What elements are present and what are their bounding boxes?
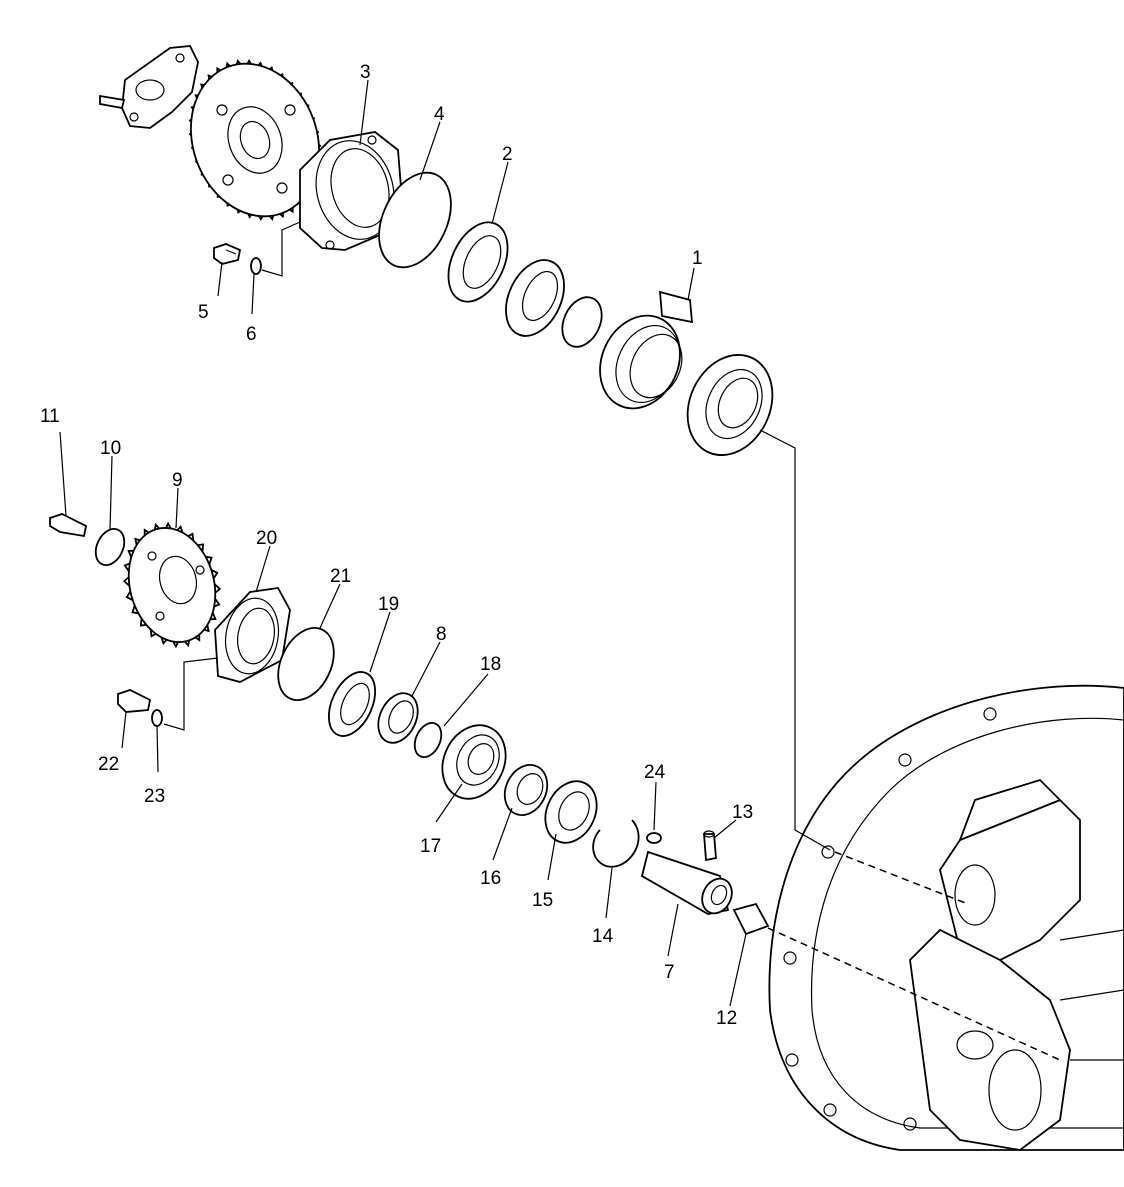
- label-17: 17: [420, 836, 441, 857]
- part-9-gear: [122, 521, 222, 649]
- label-3: 3: [360, 62, 371, 83]
- part-18-ring: [413, 722, 443, 758]
- label-9: 9: [172, 470, 183, 491]
- part-7-shaft: [640, 850, 733, 915]
- part-16-sleeve: [503, 764, 549, 816]
- part-23-washer: [151, 709, 163, 727]
- part-19-bearing: [327, 671, 377, 737]
- part-8-sleeve: [377, 692, 419, 744]
- upper-cover-plate: [99, 45, 199, 129]
- label-10: 10: [100, 438, 121, 459]
- label-8: 8: [436, 624, 447, 645]
- label-13: 13: [732, 802, 753, 823]
- part-11-bolt: [49, 513, 88, 538]
- label-4: 4: [434, 104, 445, 125]
- label-11: 11: [40, 406, 60, 427]
- part-21-o-ring: [277, 627, 335, 701]
- part-15-bearing: [544, 780, 598, 844]
- label-1: 1: [692, 248, 703, 269]
- part-2-bearing: [447, 221, 509, 303]
- upper-outer-bearing: [686, 354, 774, 456]
- label-18: 18: [480, 654, 501, 675]
- part-10-washer: [94, 528, 126, 566]
- leader-lines: [59, 79, 747, 1007]
- label-5: 5: [198, 302, 209, 323]
- upper-snap-ring: [561, 296, 603, 348]
- label-6: 6: [246, 324, 257, 345]
- part-22-bolt: [117, 689, 152, 713]
- label-22: 22: [98, 754, 119, 775]
- part-6-washer: [250, 257, 262, 275]
- upper-sprocket-gear: [188, 58, 322, 222]
- label-23: 23: [144, 786, 165, 807]
- label-16: 16: [480, 868, 501, 889]
- upper-sleeve: [505, 259, 565, 337]
- label-15: 15: [532, 890, 553, 911]
- part-12-plug: [732, 902, 770, 936]
- label-21: 21: [330, 566, 351, 587]
- part-14-snap-ring: [592, 819, 640, 868]
- part-number-labels: 1 2 3 4 5 6 7 8 9 10 11 12 13 14 15 16 1…: [40, 62, 753, 1029]
- label-19: 19: [378, 594, 399, 615]
- connector-lines: [759, 429, 1061, 1061]
- part-5-bolt: [213, 243, 242, 265]
- part-1-spring-assembly: [599, 290, 694, 410]
- transmission-housing: [768, 684, 1124, 1151]
- part-3-flange-housing: [299, 131, 403, 251]
- label-7: 7: [664, 962, 675, 983]
- label-12: 12: [716, 1008, 737, 1029]
- part-24-ball: [646, 832, 662, 844]
- label-14: 14: [592, 926, 614, 947]
- part-20-flange: [214, 587, 291, 683]
- part-4-o-ring: [378, 171, 452, 269]
- part-13-pin: [703, 830, 717, 862]
- label-2: 2: [502, 144, 513, 165]
- label-20: 20: [256, 528, 277, 549]
- part-17-bearing: [441, 724, 507, 800]
- label-24: 24: [644, 762, 666, 783]
